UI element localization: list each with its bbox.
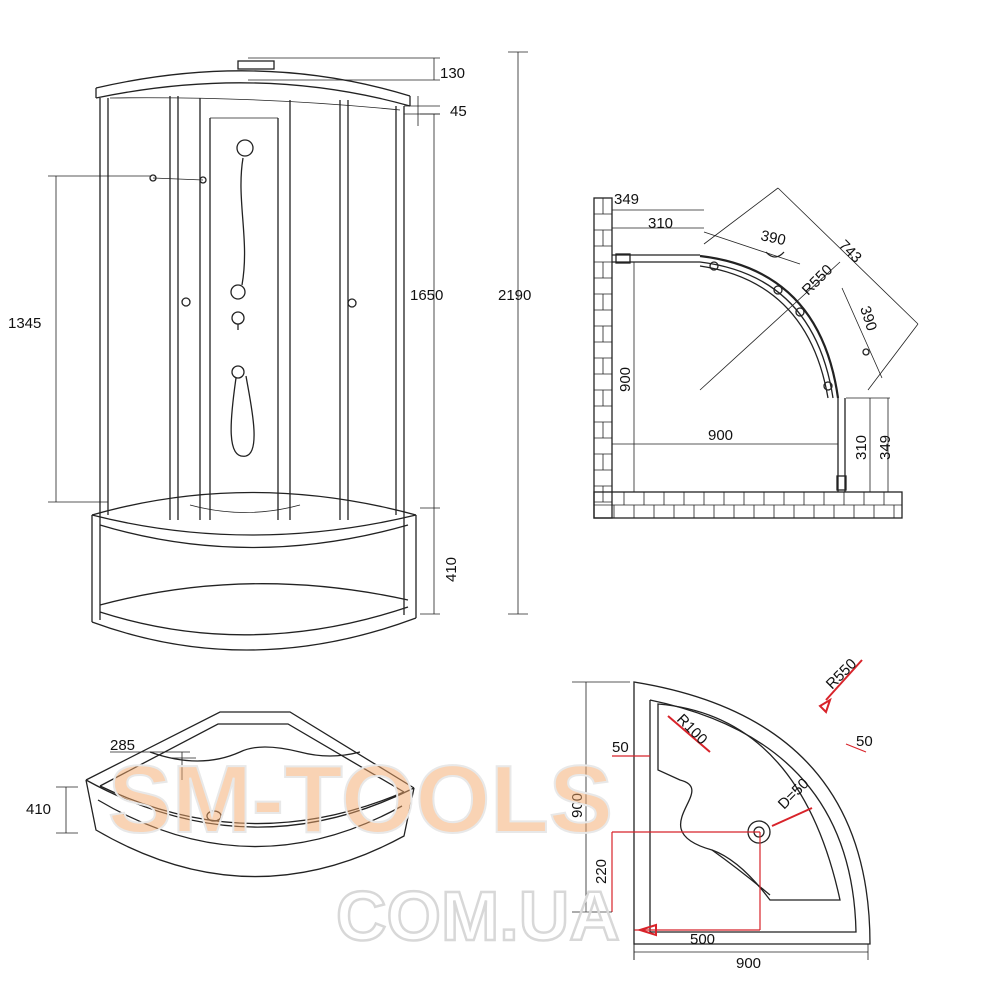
watermark-line2: COM.UA xyxy=(336,877,620,955)
dim-tray-height: 410 xyxy=(443,557,460,582)
tray-top xyxy=(91,491,417,516)
dim-top-gap: 45 xyxy=(450,103,467,120)
overhead-shower xyxy=(236,139,254,157)
hand-shower xyxy=(231,365,245,379)
door-handle-left xyxy=(181,297,191,307)
dim-tray-inner-radius: R100 xyxy=(673,711,710,748)
tray-bottom xyxy=(91,617,417,651)
dim-side-outer: 349 xyxy=(877,435,894,460)
dim-plan-width: 900 xyxy=(708,427,733,444)
curved-door-outer xyxy=(699,254,840,399)
roof-outline xyxy=(95,70,411,97)
wall-bottom xyxy=(593,491,903,519)
dim-drain-diameter: D=50 xyxy=(775,775,813,813)
door-handle-right xyxy=(347,298,357,308)
front-view xyxy=(48,51,528,651)
dim-tray-depth: 900 xyxy=(569,793,586,818)
dim-side-arc: 390 xyxy=(856,304,880,333)
cabin-frame xyxy=(99,98,405,620)
dim-plan-radius: R550 xyxy=(799,261,836,298)
dim-cabin-height: 1650 xyxy=(410,287,443,304)
dim-tray-rim-right: 50 xyxy=(856,733,873,750)
dim-drain-offset-x: 500 xyxy=(690,931,715,948)
tray-iso-view xyxy=(56,711,415,878)
tray-basin xyxy=(657,703,841,901)
mixer-knob xyxy=(230,284,246,300)
wall-left xyxy=(593,197,613,519)
dim-plan-top-outer: 349 xyxy=(614,191,639,208)
dim-tray-radius: R550 xyxy=(823,655,860,692)
tray-iso-rim xyxy=(85,711,415,789)
dim-tray-rim-left: 50 xyxy=(612,739,629,756)
roof-fan xyxy=(237,60,275,70)
dim-tray-width: 900 xyxy=(736,955,761,972)
dim-door-arc: 390 xyxy=(759,227,787,249)
tray-plan-view xyxy=(572,659,871,960)
tray-plan-outline xyxy=(633,681,871,945)
dim-tray-iso-height: 410 xyxy=(26,801,51,818)
watermark-line1: SM-TOOLS xyxy=(108,746,613,853)
dim-drain-offset-y: 220 xyxy=(593,859,610,884)
tray-iso-drain xyxy=(206,810,222,822)
dim-side-inner: 310 xyxy=(853,435,870,460)
dim-tray-rim: 285 xyxy=(110,737,135,754)
plan-view xyxy=(593,187,919,519)
dim-plan-top-inner: 310 xyxy=(648,215,673,232)
dim-total-height: 2190 xyxy=(498,287,531,304)
dim-handle-height: 1345 xyxy=(8,315,41,332)
dim-top-cap: 130 xyxy=(440,65,465,82)
dim-plan-depth: 900 xyxy=(617,367,634,392)
